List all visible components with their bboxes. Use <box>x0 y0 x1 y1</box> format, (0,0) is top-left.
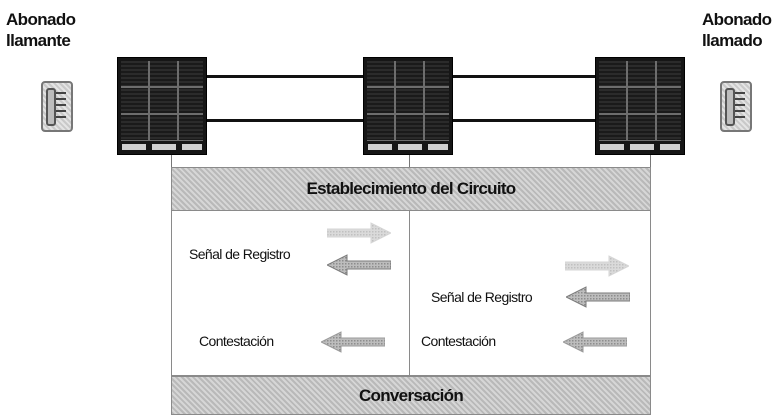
answer-arrow-left-right-link <box>561 331 628 353</box>
answer-arrow-left-left-link <box>319 331 386 353</box>
register-arrow-left-right-link <box>564 286 631 308</box>
connector-transit <box>409 155 410 167</box>
conversation-band: Conversación <box>171 376 651 415</box>
register-arrow-left-left-link <box>325 254 392 276</box>
panel-divider <box>409 210 410 376</box>
left-register-signal-label: Señal de Registro <box>189 246 291 262</box>
left-answer-label: Contestación <box>199 333 274 349</box>
circuit-setup-label: Establecimiento del Circuito <box>306 179 516 198</box>
called-phone-icon <box>720 81 752 132</box>
right-answer-label: Contestación <box>421 333 496 349</box>
right-register-signal-label: Señal de Registro <box>431 289 533 305</box>
connector-destination <box>650 155 651 167</box>
called-party-label: Abonado llamado <box>702 10 772 50</box>
connector-origin <box>171 155 172 167</box>
circuit-setup-band: Establecimiento del Circuito <box>171 167 651 211</box>
signalling-panel <box>171 210 651 376</box>
conversation-label: Conversación <box>358 385 464 405</box>
exchange-origin <box>117 57 207 155</box>
exchange-destination <box>595 57 685 155</box>
seizure-arrow-right-left-link <box>326 222 393 244</box>
calling-party-label: Abonado llamante <box>6 10 76 50</box>
exchange-transit <box>363 57 453 155</box>
calling-phone-icon <box>41 81 73 132</box>
seizure-arrow-right-right-link <box>564 255 631 277</box>
